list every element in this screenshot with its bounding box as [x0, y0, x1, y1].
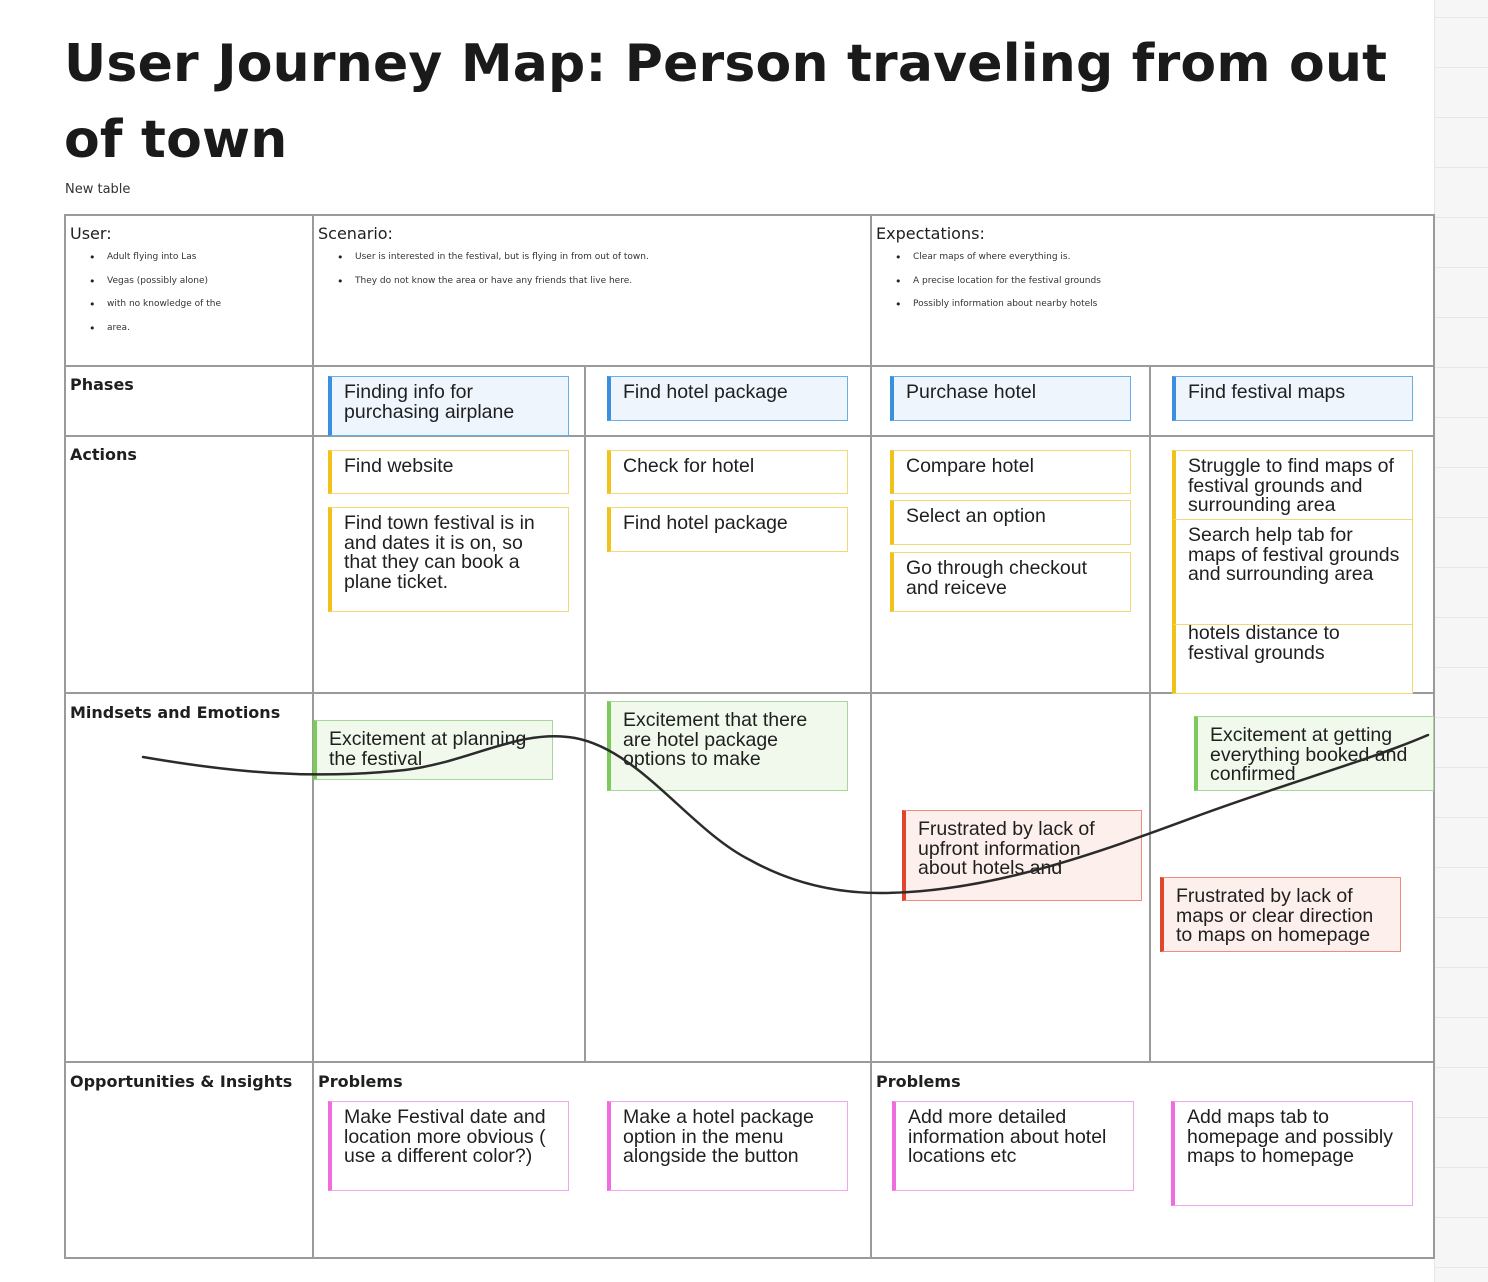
phase-sticky[interactable]: Purchase hotel [890, 376, 1131, 421]
problems-heading: Problems [876, 1072, 961, 1091]
emotion-sticky-positive[interactable]: Excitement that there are hotel package … [607, 701, 848, 791]
user-heading: User: [70, 224, 112, 243]
table-border-right [1433, 214, 1435, 1259]
bullet-item: Clear maps of where everything is. [895, 246, 1101, 270]
row-divider [64, 435, 1435, 437]
page-title: User Journey Map: Person traveling from … [64, 34, 1388, 170]
bullet-item: User is interested in the festival, but … [337, 246, 649, 270]
column-divider [870, 214, 872, 1259]
phase-sticky[interactable]: Finding info for purchasing airplane [328, 376, 569, 436]
expectations-bullets: Clear maps of where everything is. A pre… [876, 246, 1101, 317]
bullet-item: A precise location for the festival grou… [895, 270, 1101, 294]
user-bullets: Adult flying into Las Vegas (possibly al… [70, 246, 221, 340]
row-divider [64, 1061, 1435, 1063]
action-sticky[interactable]: Struggle to find maps of festival ground… [1172, 450, 1413, 522]
bullet-item: Possibly information about nearby hotels [895, 293, 1101, 317]
table-border-bottom [64, 1257, 1435, 1259]
insight-sticky[interactable]: Add more detailed information about hote… [892, 1101, 1134, 1191]
action-sticky[interactable]: Find hotel package [607, 507, 848, 552]
bullet-item: Vegas (possibly alone) [89, 270, 221, 294]
action-sticky[interactable]: Find town festival is in and dates it is… [328, 507, 569, 612]
emotion-sticky-positive[interactable]: Excitement at planning the festival [313, 720, 553, 780]
table-border-left [64, 214, 66, 1259]
row-label-actions: Actions [70, 445, 137, 464]
action-sticky[interactable]: Check for hotel [607, 450, 848, 494]
row-label-opportunities: Opportunities & Insights [70, 1072, 293, 1091]
bullet-item: with no knowledge of the [89, 293, 221, 317]
table-caption: New table [65, 182, 131, 197]
expectations-heading: Expectations: [876, 224, 985, 243]
insight-sticky[interactable]: Add maps tab to homepage and possibly ma… [1171, 1101, 1413, 1206]
action-sticky[interactable]: Go through checkout and reiceve [890, 552, 1131, 612]
scenario-heading: Scenario: [318, 224, 393, 243]
phase-sticky[interactable]: Find hotel package [607, 376, 848, 421]
insight-sticky[interactable]: Make a hotel package option in the menu … [607, 1101, 848, 1191]
action-sticky[interactable]: Search help tab for maps of festival gro… [1172, 519, 1413, 625]
row-divider [64, 692, 1435, 694]
row-divider [64, 365, 1435, 367]
row-label-mindsets: Mindsets and Emotions [70, 703, 281, 722]
action-sticky[interactable]: Select an option [890, 500, 1131, 545]
bullet-item: area. [89, 317, 221, 341]
row-label-phases: Phases [70, 375, 134, 394]
insight-sticky[interactable]: Make Festival date and location more obv… [328, 1101, 569, 1191]
table-border-top [64, 214, 1435, 216]
column-divider [1149, 365, 1151, 1063]
phase-sticky[interactable]: Find festival maps [1172, 376, 1413, 421]
emotion-sticky-positive[interactable]: Excitement at getting everything booked … [1194, 716, 1434, 791]
problems-heading: Problems [318, 1072, 403, 1091]
emotion-sticky-negative[interactable]: Frustrated by lack of upfront informatio… [902, 810, 1142, 901]
action-sticky[interactable]: Compare hotel [890, 450, 1131, 494]
bullet-item: They do not know the area or have any fr… [337, 270, 649, 294]
canvas-grid [1434, 0, 1488, 1282]
emotion-sticky-negative[interactable]: Frustrated by lack of maps or clear dire… [1160, 877, 1401, 952]
bullet-item: Adult flying into Las [89, 246, 221, 270]
scenario-bullets: User is interested in the festival, but … [318, 246, 649, 293]
action-sticky[interactable]: Find website [328, 450, 569, 494]
column-divider [584, 365, 586, 1063]
